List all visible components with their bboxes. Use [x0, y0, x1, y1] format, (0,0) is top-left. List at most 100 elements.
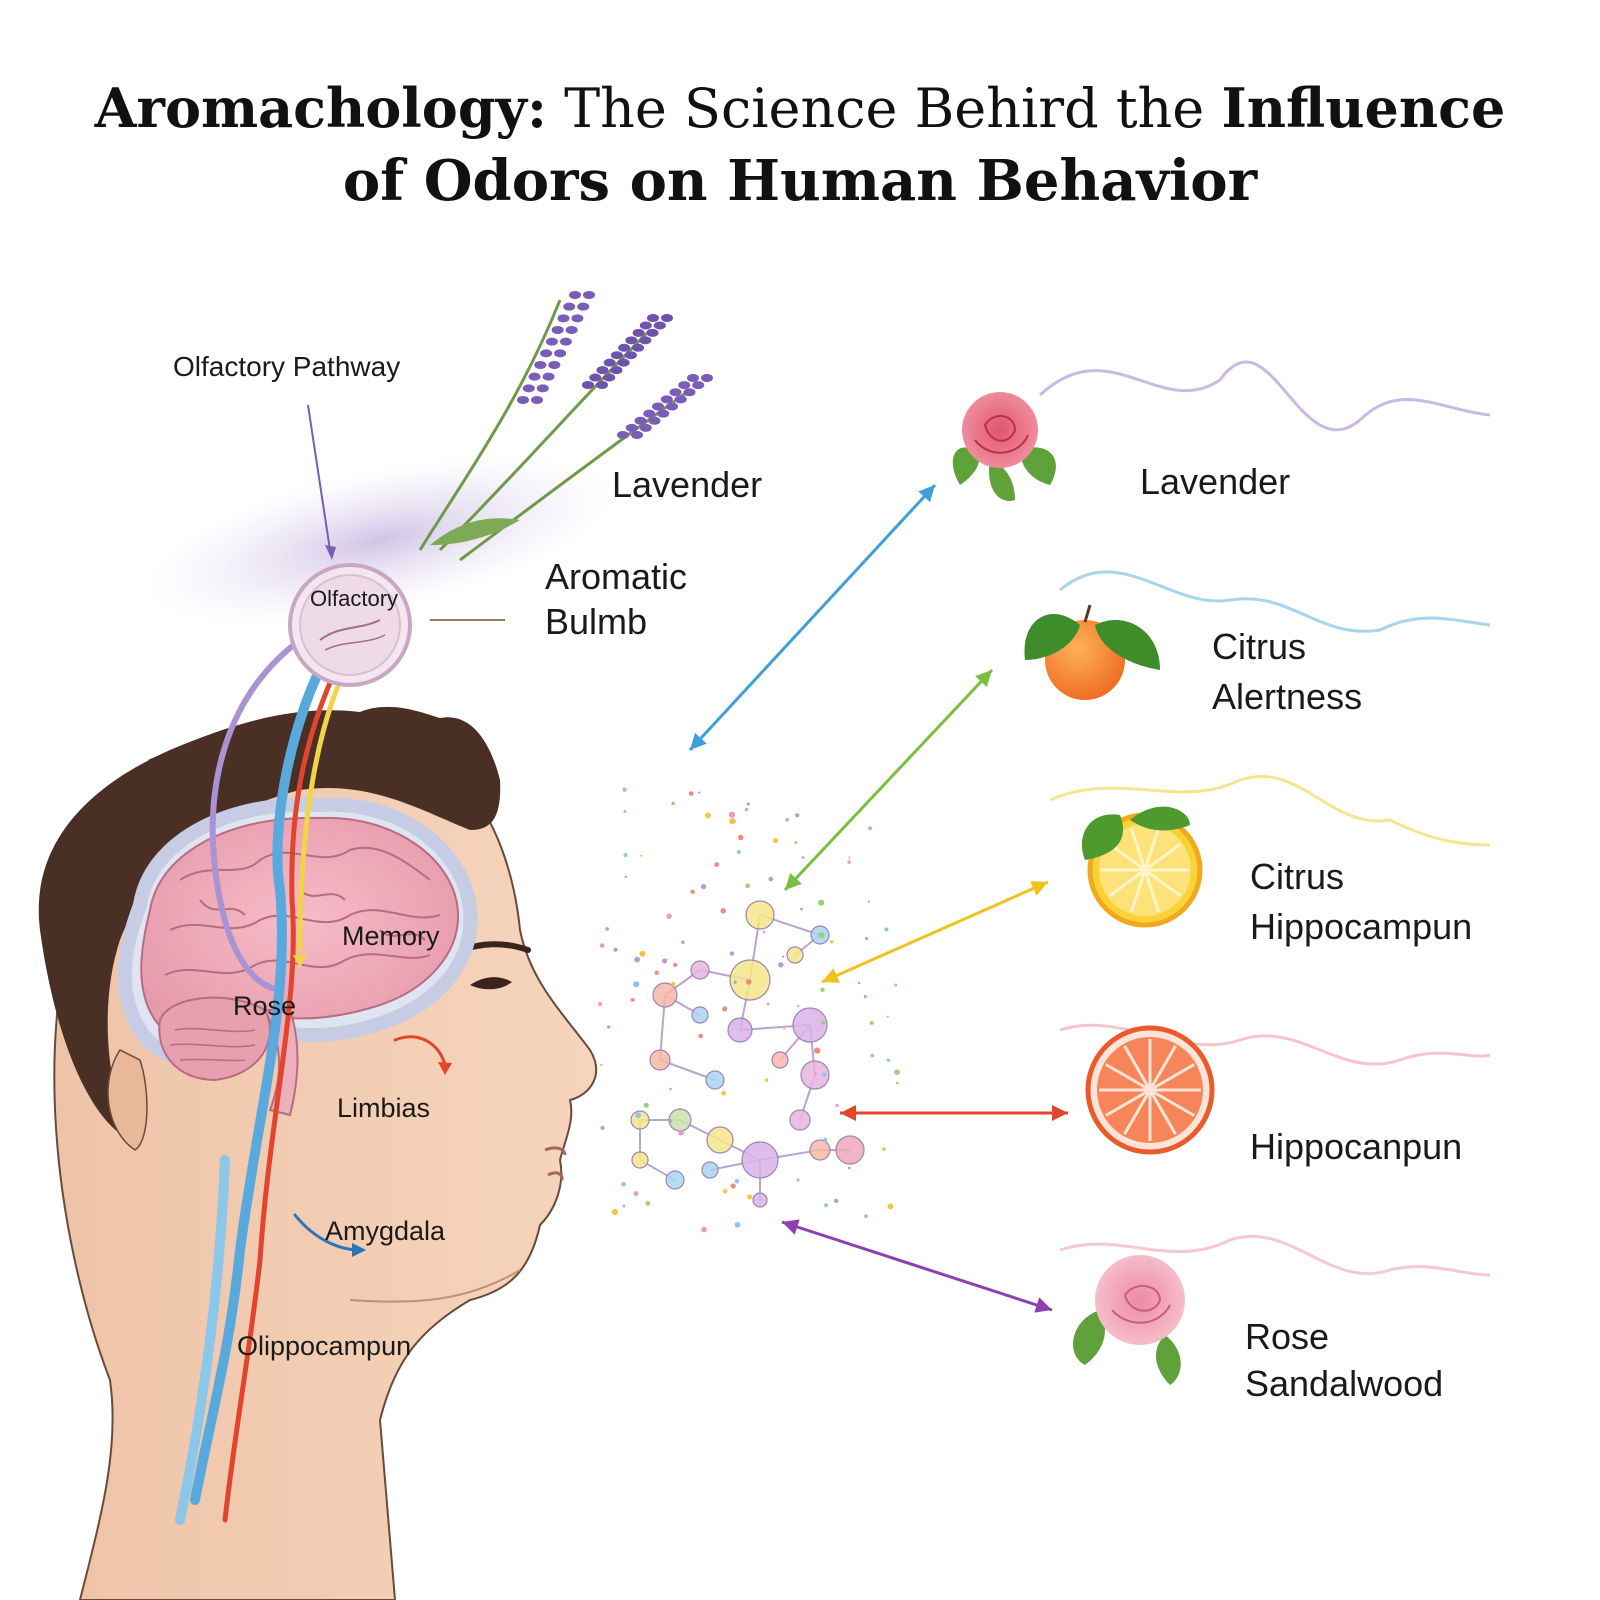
aroma-particle [884, 927, 889, 932]
light-blue-pathway [175, 1155, 230, 1525]
lavender-bud [603, 373, 616, 382]
aroma-particle [734, 1178, 740, 1184]
molecule-atom [706, 1126, 734, 1154]
red-pathway-down [222, 647, 348, 1523]
citrus-segment-line [1148, 1089, 1177, 1135]
label-memory: Memory [342, 921, 440, 951]
scent-label-rose: Rose [1245, 1316, 1330, 1357]
lavender-bud [687, 374, 699, 382]
aroma-particle [605, 927, 610, 931]
lavender-bud [639, 423, 652, 432]
aroma-particle [895, 1081, 899, 1085]
molecule-atom [652, 982, 678, 1008]
lavender-bud [565, 326, 578, 334]
aroma-particle [599, 943, 605, 948]
arrow-hippocanpun [840, 1105, 1068, 1121]
title-phrase-science: The Science Behird the [564, 77, 1205, 140]
title-word-influence: Influence [1221, 76, 1506, 140]
lavender-bud [646, 328, 659, 337]
lavender-bud [661, 314, 673, 322]
aroma-particle [847, 1166, 851, 1170]
aroma-particle [747, 1194, 753, 1200]
aroma-particle [857, 981, 861, 985]
aroma-particle [633, 981, 640, 988]
label-olippocampun: Olippocampun [237, 1331, 412, 1361]
lavender-wave [1038, 360, 1491, 432]
label-olfactory-pathway: Olfactory Pathway [173, 351, 401, 382]
label-bulmb: Bulmb [545, 601, 648, 642]
aroma-particle [622, 787, 627, 792]
lavender-bud [692, 381, 705, 390]
aroma-particle [821, 1072, 827, 1077]
lavender-bud [674, 395, 687, 404]
scent-label-sandalwood: Sandalwood [1245, 1363, 1444, 1404]
lavender-bud [554, 349, 567, 358]
lavender-bud [632, 328, 645, 337]
lavender-bud [652, 402, 664, 411]
lavender-bud [571, 314, 584, 323]
aroma-particle [864, 936, 869, 941]
molecule-atom [835, 1135, 865, 1165]
citrus-alertness-wave [1059, 570, 1491, 633]
molecule-atom [690, 960, 710, 980]
aroma-particle [744, 807, 749, 812]
citrus-segment-line [1143, 869, 1161, 913]
aroma-particle [818, 932, 825, 939]
lavender-bud [678, 381, 691, 390]
lavender-bud [631, 431, 643, 439]
lavender-bud [542, 372, 555, 381]
aroma-particle [698, 791, 701, 794]
title-word-aromachology: Aromachology: [94, 76, 547, 140]
label-aromatic: Aromatic [545, 556, 688, 597]
molecule-atom [665, 1170, 685, 1190]
lavender-bud [618, 343, 631, 352]
label-limbias: Limbias [337, 1093, 431, 1123]
aroma-particle [745, 1036, 749, 1040]
lavender-bud [534, 361, 547, 369]
aroma-particle [633, 1191, 639, 1196]
lavender-bud [596, 366, 609, 375]
aroma-particle [746, 802, 750, 806]
aroma-particle [600, 1125, 605, 1130]
lips [544, 1146, 567, 1181]
molecule-atom [792, 1007, 828, 1043]
citrus-segment-line [1148, 1045, 1177, 1091]
aroma-particle [599, 1063, 603, 1067]
citrus-segment-line [1129, 869, 1147, 913]
aroma-particle [887, 1203, 894, 1210]
olfactory-bulb [288, 563, 412, 687]
aroma-particle [634, 956, 640, 963]
molecule-atom [705, 1070, 725, 1090]
label-amygdala: Amygdala [325, 1216, 446, 1246]
lavender-bud [653, 321, 666, 330]
lavender-bud [551, 326, 564, 334]
aroma-particle [796, 1178, 800, 1182]
aroma-particle [607, 1025, 611, 1029]
aroma-particle [737, 834, 744, 841]
aroma-particle [894, 1069, 900, 1075]
aroma-particle [639, 854, 642, 857]
aroma-particle [671, 981, 676, 986]
aroma-particle [720, 908, 726, 914]
aroma-particle [830, 940, 834, 944]
aroma-particle [870, 1053, 875, 1058]
arrow-citrus-hippocampun [821, 880, 1049, 984]
lavender-stem-3 [459, 388, 691, 562]
lavender-buds-2 [582, 314, 673, 389]
aroma-particle [820, 1020, 826, 1025]
lavender-sprig-icon [144, 291, 713, 625]
aroma-particle [797, 1004, 800, 1008]
scent-label-citrus-1: Citrus [1212, 626, 1307, 667]
molecule-atom [752, 1192, 768, 1208]
lavender-bud [563, 302, 576, 311]
lavender-bud [522, 384, 535, 393]
lavender-bud [669, 388, 682, 397]
aroma-particle [801, 856, 805, 859]
aroma-particle [623, 852, 628, 858]
molecule-atom [789, 1109, 811, 1131]
arrow-lavender [688, 483, 937, 752]
aroma-particle [668, 1118, 672, 1123]
aroma-particle [733, 980, 737, 984]
lavender-bud [569, 291, 581, 299]
